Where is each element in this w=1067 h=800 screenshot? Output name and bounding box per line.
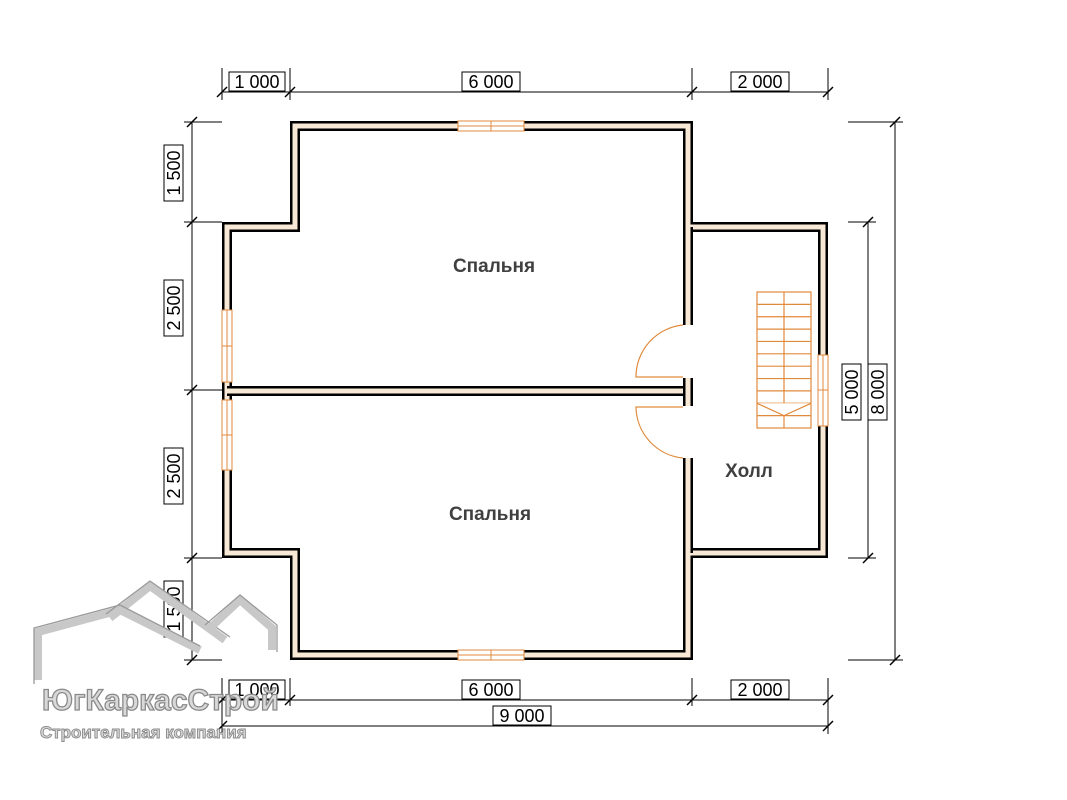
watermark-title: ЮгКаркасСтрой	[42, 684, 279, 717]
watermark-logo	[33, 580, 278, 684]
walls	[222, 121, 828, 660]
bottom-dim-3: 2 000	[737, 680, 782, 700]
window-left-top	[221, 309, 233, 383]
bottom-total-dimension: 9 000	[216, 705, 834, 734]
top-dimension-chain: 1 000 6 000 2 000	[216, 68, 834, 100]
wall-outer-left	[222, 121, 458, 310]
watermark: ЮгКаркасСтрой Строительная компания	[33, 580, 280, 742]
right-inner-dimension: 5 000	[841, 216, 876, 564]
room-label-hall: Холл	[725, 461, 773, 482]
watermark-subtitle: Строительная компания	[40, 723, 247, 742]
top-dim-1: 1 000	[234, 72, 279, 92]
left-dim-3: 2 500	[164, 453, 184, 498]
wall-bottom-right	[524, 426, 828, 660]
top-dim-2: 6 000	[468, 72, 513, 92]
room-label-bedroom-bottom: Спальня	[449, 504, 531, 525]
window-top	[457, 120, 525, 132]
window-bottom	[457, 649, 525, 661]
stairs	[756, 291, 812, 429]
left-dim-2: 2 500	[164, 285, 184, 330]
top-dim-3: 2 000	[737, 72, 782, 92]
bottom-dimension-chain: 1 000 6 000 2 000	[216, 678, 834, 706]
door-lower	[635, 406, 684, 459]
window-left-bottom	[221, 399, 233, 471]
door-upper	[635, 324, 684, 378]
doors	[635, 324, 684, 459]
left-dim-1: 1 500	[164, 150, 184, 195]
bottom-total-dim: 9 000	[499, 706, 544, 726]
bottom-dim-2: 6 000	[468, 680, 513, 700]
room-label-bedroom-top: Спальня	[453, 256, 535, 277]
window-hall	[817, 354, 829, 427]
right-inner-dim: 5 000	[842, 369, 862, 414]
wall-outer-left-bottom	[222, 470, 458, 660]
right-total-dim: 8 000	[868, 369, 888, 414]
right-total-dimension: 8 000	[848, 116, 903, 666]
bottom-dim-1: 1 000	[234, 680, 279, 700]
windows	[221, 120, 829, 661]
left-dimension-chain: 1 500 2 500 2 500 1 500	[163, 116, 222, 666]
